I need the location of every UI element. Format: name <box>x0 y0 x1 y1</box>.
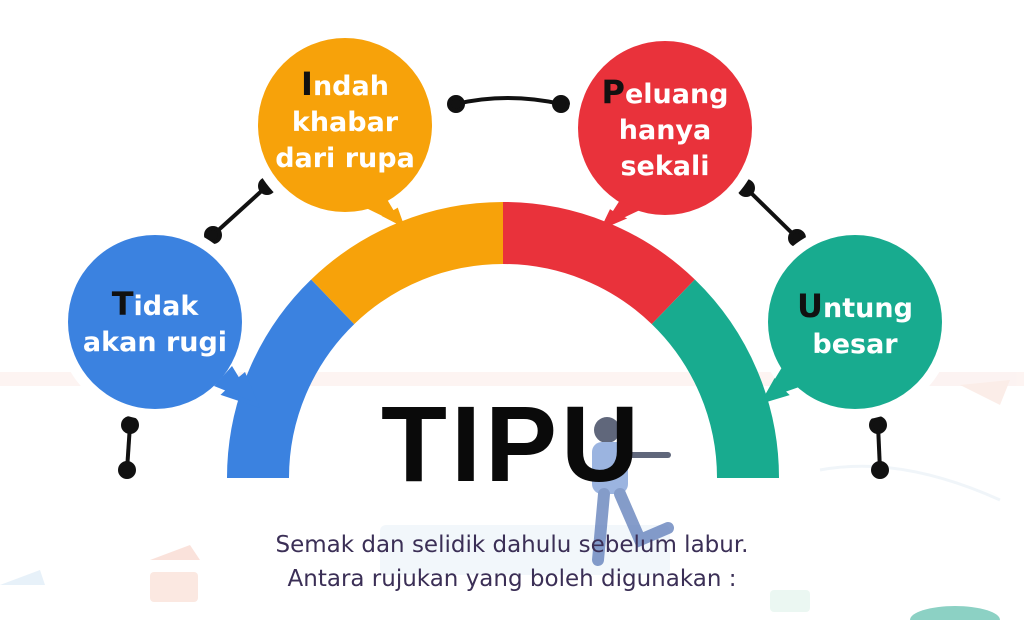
gauge-segment-orange <box>311 202 504 325</box>
bubble-untung-line2: besar <box>812 329 898 360</box>
bubble-peluang-line2: hanya <box>618 115 712 146</box>
bubble-untung <box>757 224 953 420</box>
bubble-peluang-line3: sekali <box>620 151 710 182</box>
bubble-indah-line1: Indah <box>245 66 445 105</box>
bubble-tidak <box>57 224 260 420</box>
main-title: TIPU <box>380 383 643 504</box>
bubble-indah-line3: dari rupa <box>275 143 415 174</box>
connectors <box>118 95 889 479</box>
bubble-untung-text: Untung besar <box>755 288 955 363</box>
bubble-indah-line1-rest: ndah <box>312 71 389 102</box>
gauge-segment-blue <box>227 279 355 479</box>
bubble-tidak-line1-rest: idak <box>133 291 199 322</box>
bubble-tidak-text: Tidak akan rugi <box>55 286 255 361</box>
bubble-peluang-line1: Peluang <box>565 74 765 113</box>
gauge-segment-red <box>502 202 695 325</box>
bubble-tidak-line1: Tidak <box>55 286 255 325</box>
bubble-tidak-line2: akan rugi <box>82 327 228 358</box>
bubble-indah-text: Indah khabar dari rupa <box>245 66 445 177</box>
person-illustration <box>592 417 674 566</box>
bubble-untung-line1: Untung <box>755 288 955 327</box>
caption-line-1: Semak dan selidik dahulu sebelum labur. <box>275 532 749 558</box>
bubble-indah-line2: khabar <box>291 107 399 138</box>
bubble-untung-line1-rest: ntung <box>823 293 913 324</box>
bubble-peluang-initial: P <box>601 73 625 111</box>
bubble-peluang-text: Peluang hanya sekali <box>565 74 765 185</box>
bubble-indah-initial: I <box>301 65 313 103</box>
bubble-tidak-initial: T <box>111 285 134 323</box>
caption-line-2: Antara rujukan yang boleh digunakan : <box>287 566 737 592</box>
bubble-peluang <box>567 30 763 230</box>
gauge-arc <box>227 202 779 479</box>
bubble-indah <box>247 27 443 228</box>
bubble-untung-initial: U <box>797 287 824 325</box>
bubble-peluang-line1-rest: eluang <box>624 79 729 110</box>
gauge-segment-teal <box>651 279 779 479</box>
